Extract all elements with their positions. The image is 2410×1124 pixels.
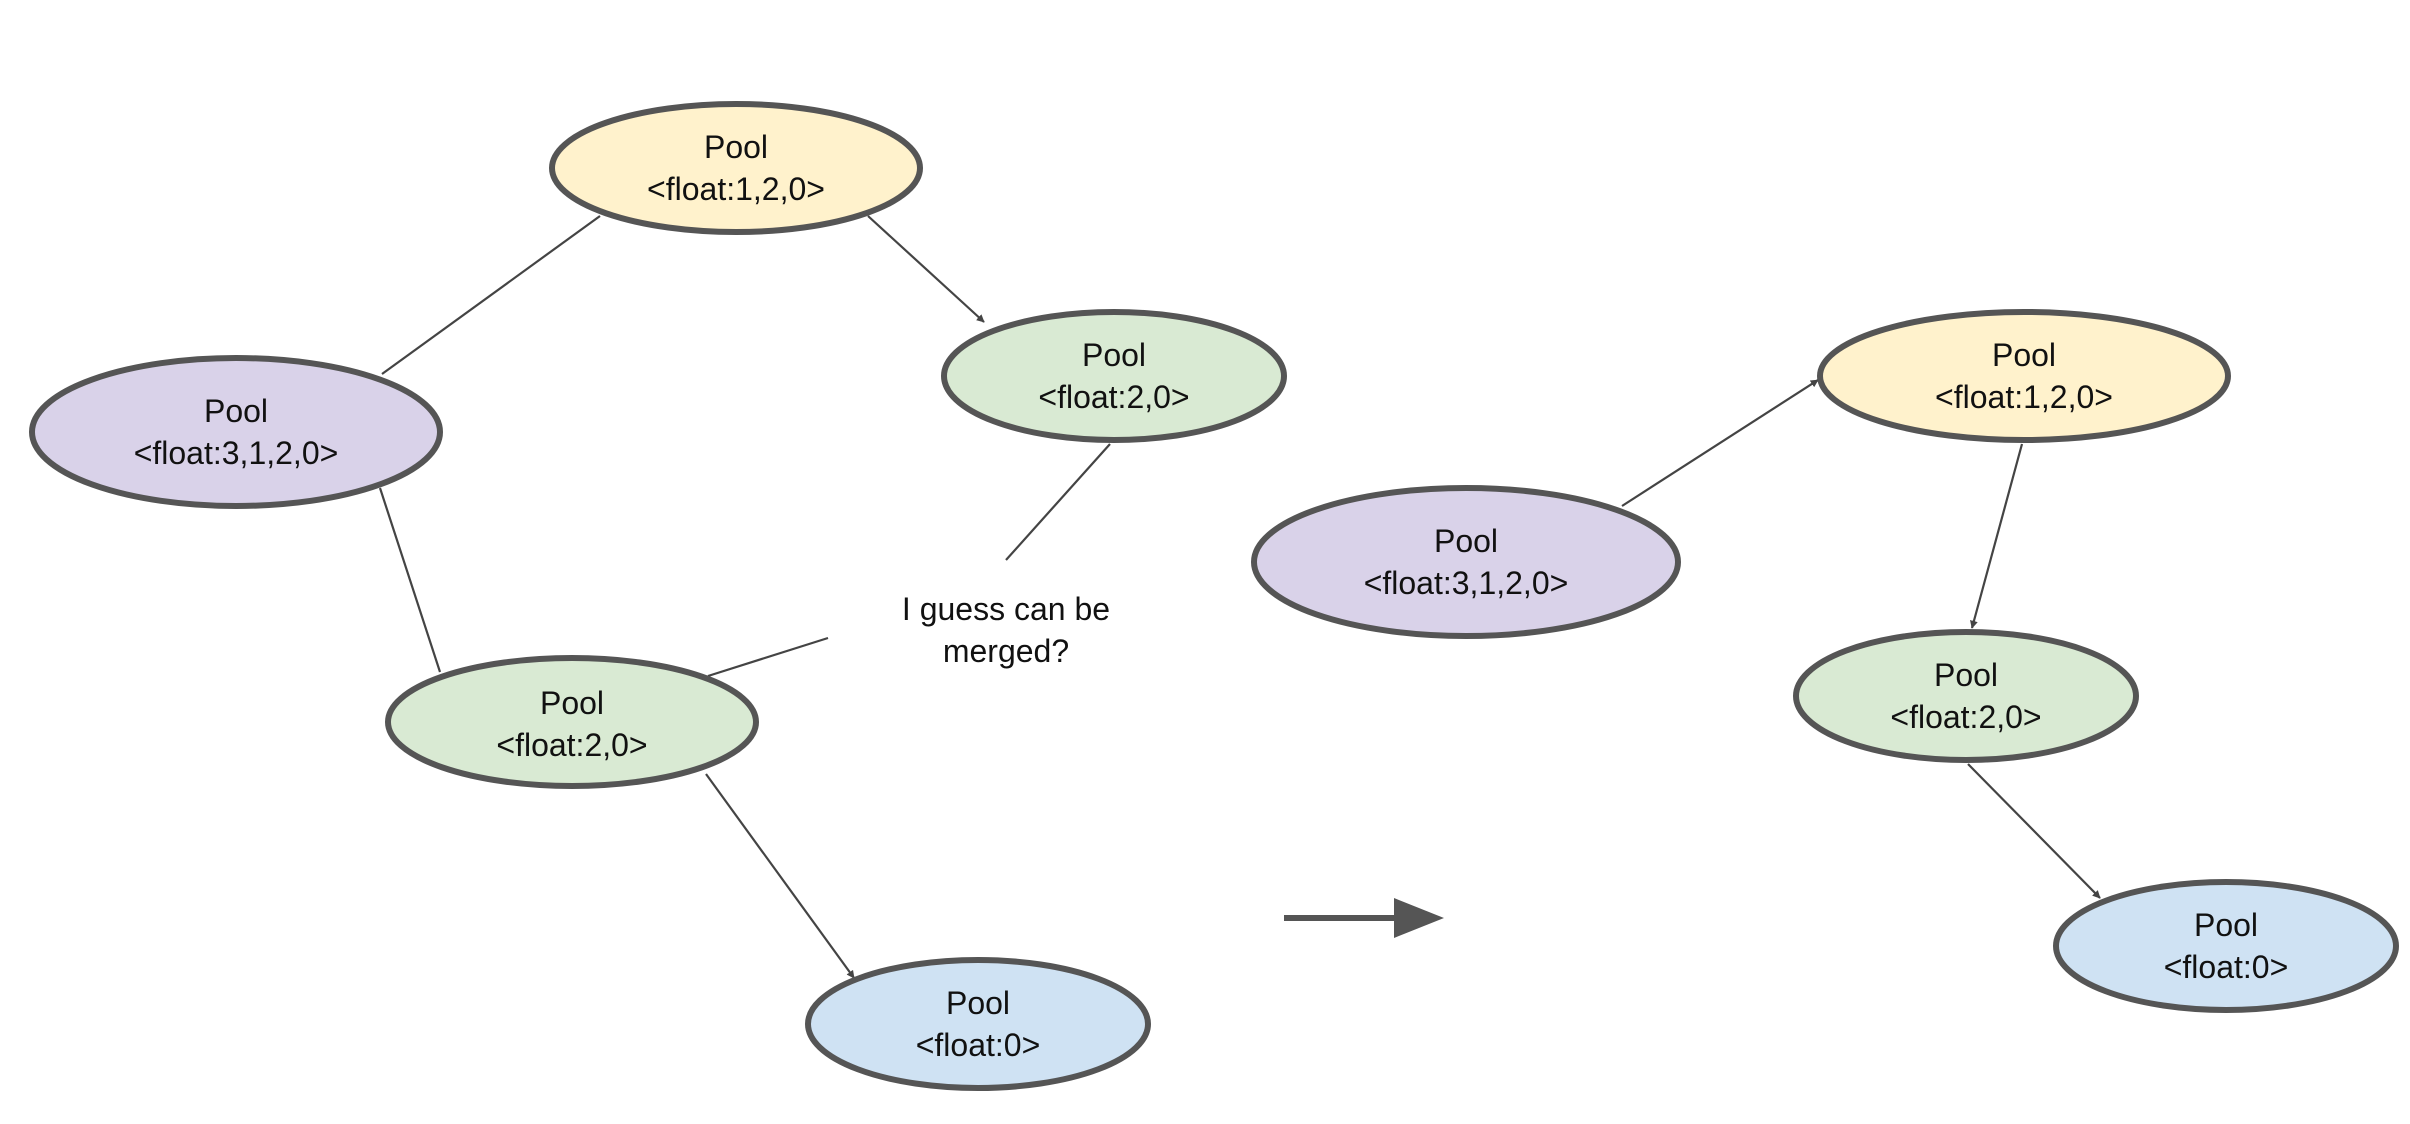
node-left-blue: Pool <float:0> — [805, 957, 1151, 1091]
edge-right-yellow-to-green — [1970, 443, 2024, 629]
merge-note-line2: merged? — [943, 633, 1069, 669]
node-type: <float:1,2,0> — [647, 171, 825, 207]
node-left-purple: Pool <float:3,1,2,0> — [29, 355, 443, 509]
node-title: Pool — [204, 393, 268, 429]
node-title: Pool — [704, 129, 768, 165]
node-type: <float:2,0> — [1890, 699, 2041, 735]
node-right-blue: Pool <float:0> — [2053, 879, 2399, 1013]
node-title: Pool — [1434, 523, 1498, 559]
node-left-green-bottom: Pool <float:2,0> — [385, 655, 759, 789]
node-right-green: Pool <float:2,0> — [1793, 629, 2139, 763]
edge-green-bottom-to-note — [707, 636, 829, 678]
edge-green-top-to-note — [1005, 443, 1111, 561]
node-type: <float:3,1,2,0> — [1364, 565, 1569, 601]
node-right-purple: Pool <float:3,1,2,0> — [1251, 485, 1681, 639]
node-title: Pool — [540, 685, 604, 721]
merge-note-line1: I guess can be — [902, 591, 1110, 627]
node-type: <float:1,2,0> — [1935, 379, 2113, 415]
node-left-root: Pool <float:1,2,0> — [549, 101, 923, 235]
edge-purple-to-green-bottom — [378, 487, 442, 673]
node-title: Pool — [2194, 907, 2258, 943]
edge-right-green-to-blue — [1967, 763, 2101, 899]
node-title: Pool — [946, 985, 1010, 1021]
node-type: <float:0> — [916, 1027, 1041, 1063]
edge-right-purple-to-yellow — [1621, 379, 1819, 507]
node-right-yellow: Pool <float:1,2,0> — [1817, 309, 2231, 443]
node-left-green-top: Pool <float:2,0> — [941, 309, 1287, 443]
merge-note: I guess can be merged? — [902, 591, 1110, 669]
edge-root-to-purple — [381, 215, 601, 375]
node-title: Pool — [1082, 337, 1146, 373]
node-title: Pool — [1992, 337, 2056, 373]
node-type: <float:2,0> — [1038, 379, 1189, 415]
node-type: <float:2,0> — [496, 727, 647, 763]
node-type: <float:0> — [2164, 949, 2289, 985]
edge-root-to-green-top — [867, 215, 985, 323]
edge-green-bottom-to-blue — [705, 773, 855, 979]
node-title: Pool — [1934, 657, 1998, 693]
node-type: <float:3,1,2,0> — [134, 435, 339, 471]
transform-arrow-icon — [1284, 898, 1444, 938]
